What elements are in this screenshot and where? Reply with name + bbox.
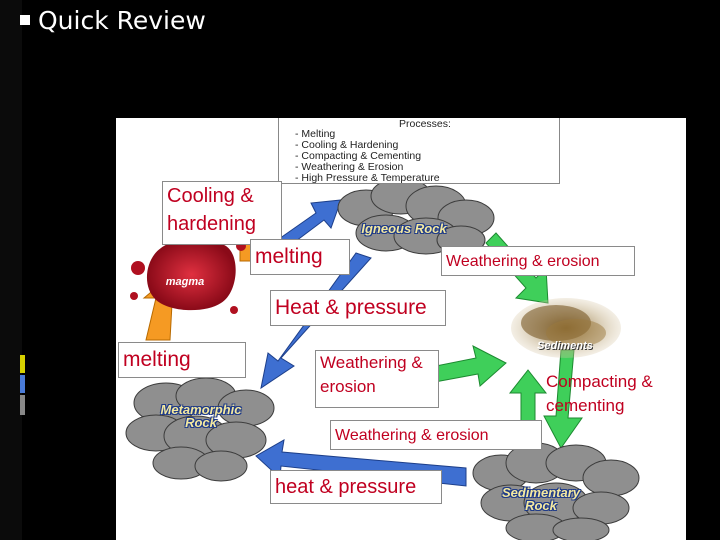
sediments-pile bbox=[511, 298, 621, 358]
slide-left-margin bbox=[0, 0, 22, 540]
processes-box: Processes: Melting Cooling & Hardening C… bbox=[278, 108, 560, 184]
sedimentary-line1: Sedimentary bbox=[501, 485, 581, 500]
sedimentary-line2: Rock bbox=[525, 498, 557, 513]
label-heat-pressure-bottom: heat & pressure bbox=[270, 470, 442, 504]
bullet-icon bbox=[20, 15, 30, 25]
metamorphic-line2: Rock bbox=[185, 415, 217, 430]
slide-title: Quick Review bbox=[38, 6, 206, 35]
label-weathering-bottom: Weathering & erosion bbox=[330, 420, 542, 450]
label-heat-pressure-mid: Heat & pressure bbox=[270, 290, 446, 326]
rock-cycle-diagram: Igneous Rock magma Sediments Metamorphic… bbox=[116, 118, 686, 540]
title-band bbox=[22, 54, 720, 118]
magma-blob bbox=[130, 238, 246, 314]
igneous-rock-label: Igneous Rock bbox=[361, 221, 447, 236]
process-item: Compacting & Cementing bbox=[295, 151, 440, 162]
magma-label: magma bbox=[165, 276, 205, 288]
side-strip-yellow bbox=[20, 355, 25, 373]
sedimentary-rock-label: Sedimentary Rock bbox=[476, 486, 606, 512]
metamorphic-rock-pile bbox=[125, 377, 275, 482]
arrow-sedimentary-to-sediments bbox=[506, 369, 548, 434]
label-melting-left: melting bbox=[118, 342, 246, 378]
side-strip-gray bbox=[20, 395, 25, 415]
process-item: Cooling & Hardening bbox=[295, 140, 440, 151]
metamorphic-line1: Metamorphic bbox=[160, 402, 242, 417]
process-item: High Pressure & Temperature bbox=[295, 173, 439, 184]
arrow-igneous-to-metamorphic bbox=[260, 252, 372, 390]
label-melting-top: melting bbox=[250, 239, 350, 275]
process-item: Melting bbox=[295, 129, 440, 140]
metamorphic-rock-label: Metamorphic Rock bbox=[136, 403, 266, 429]
processes-header: Processes: bbox=[399, 118, 451, 130]
igneous-rock-pile bbox=[337, 177, 495, 255]
label-cooling-hardening: Cooling & hardening bbox=[162, 181, 282, 245]
side-strip-blue bbox=[20, 375, 25, 393]
process-item: Weathering & Erosion bbox=[295, 162, 440, 173]
processes-list: Melting Cooling & Hardening Compacting &… bbox=[295, 129, 440, 184]
label-compacting-cementing: Compacting & cementing bbox=[546, 372, 653, 415]
label-weathering-mid: Weathering & erosion bbox=[315, 350, 439, 408]
label-weathering-top: Weathering & erosion bbox=[441, 246, 635, 276]
sediments-label: Sediments bbox=[537, 340, 593, 352]
sedimentary-rock-pile bbox=[472, 442, 640, 540]
arrow-sediments-to-sedimentary bbox=[543, 349, 583, 449]
